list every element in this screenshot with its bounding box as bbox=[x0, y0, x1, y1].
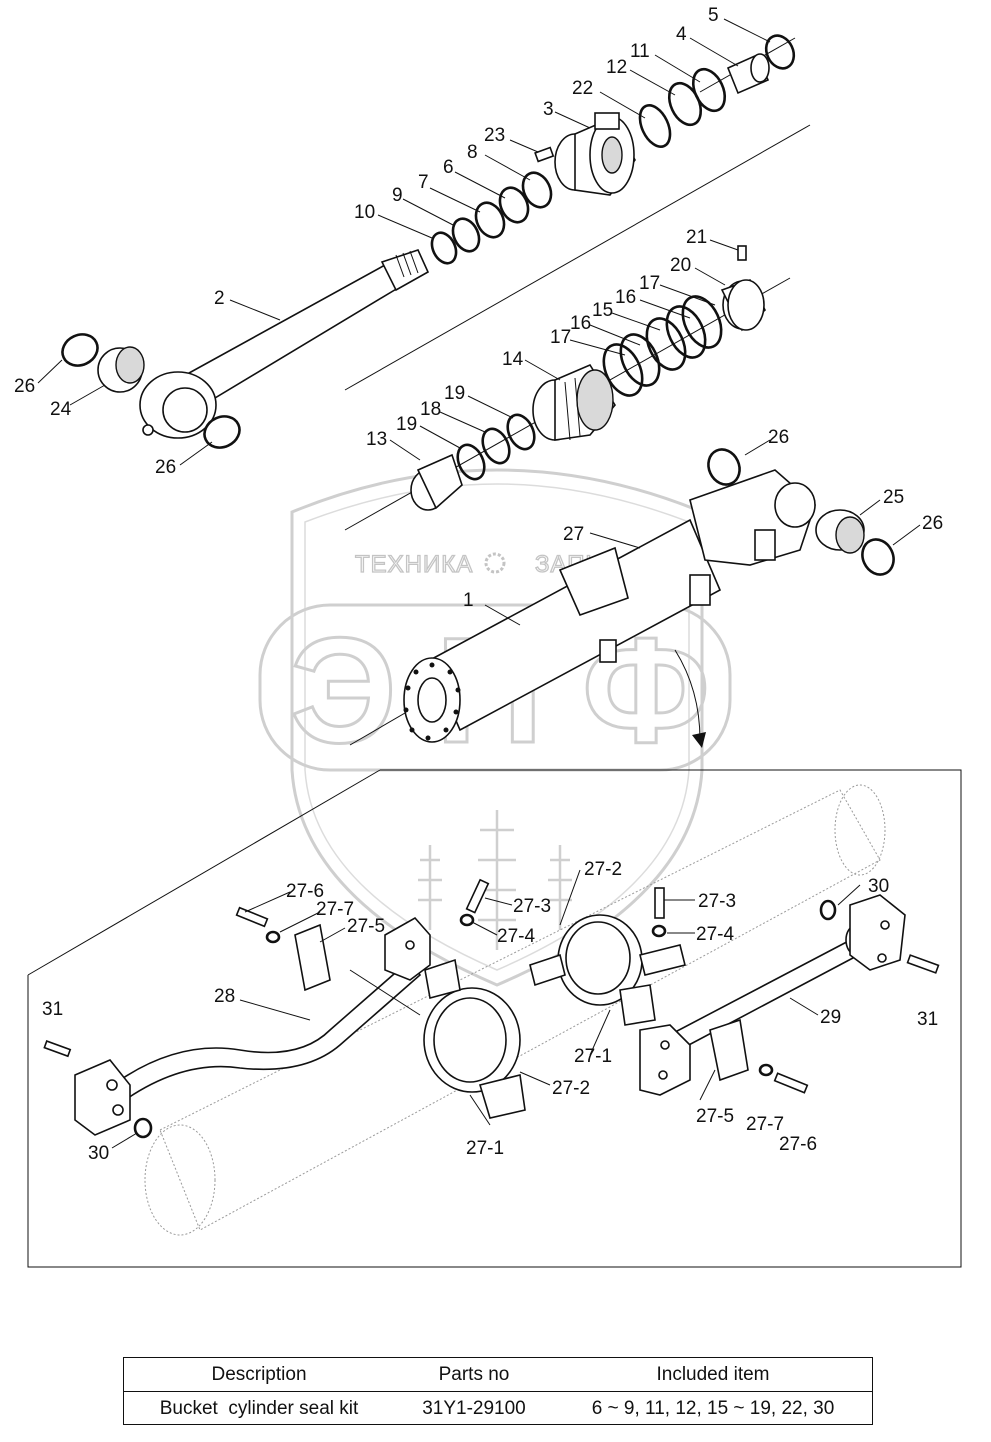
label-2: 2 bbox=[214, 288, 225, 309]
label-30-left: 30 bbox=[88, 1143, 109, 1164]
label-7: 7 bbox=[418, 172, 429, 193]
cell-description: Bucket cylinder seal kit bbox=[159, 1397, 359, 1419]
label-28: 28 bbox=[214, 986, 235, 1007]
label-27-4-right: 27-4 bbox=[696, 924, 734, 945]
label-24: 24 bbox=[50, 399, 72, 420]
label-16-lower: 16 bbox=[570, 313, 591, 334]
cell-included-item: 6 ~ 9, 11, 12, 15 ~ 19, 22, 30 bbox=[591, 1397, 835, 1419]
part-clamps bbox=[294, 914, 749, 1119]
label-26-rod-bottom: 26 bbox=[155, 457, 176, 478]
table-row: Bucket cylinder seal kit 31Y1-29100 6 ~ … bbox=[124, 1392, 872, 1425]
label-31-right: 31 bbox=[917, 1009, 938, 1030]
label-27-6-left: 27-6 bbox=[286, 881, 324, 902]
cell-parts-no: 31Y1-29100 bbox=[422, 1397, 526, 1419]
label-17-lower: 17 bbox=[550, 327, 571, 348]
label-27: 27 bbox=[563, 524, 584, 545]
table-header-row: Description Parts no Included item bbox=[124, 1358, 872, 1392]
label-26-rod-top: 26 bbox=[14, 376, 35, 397]
label-27-2-bottom: 27-2 bbox=[552, 1078, 590, 1099]
label-19-lower: 19 bbox=[396, 414, 417, 435]
leader-lines bbox=[37, 18, 921, 1149]
label-9: 9 bbox=[392, 185, 403, 206]
part-pipe-left bbox=[43, 916, 431, 1139]
label-27-2-top: 27-2 bbox=[584, 859, 622, 880]
label-4: 4 bbox=[676, 24, 687, 45]
label-27-4-center: 27-4 bbox=[497, 926, 535, 947]
label-27-5-left: 27-5 bbox=[347, 916, 385, 937]
gear-icon bbox=[484, 552, 506, 574]
label-26-eye: 26 bbox=[922, 513, 943, 534]
part-rings-head bbox=[638, 34, 796, 148]
label-22: 22 bbox=[572, 78, 593, 99]
part-eye-bushing bbox=[707, 448, 895, 576]
label-18: 18 bbox=[420, 399, 441, 420]
label-20: 20 bbox=[670, 255, 691, 276]
callout-labels: 5 4 11 12 22 3 23 8 6 7 9 10 2 26 24 26 … bbox=[14, 5, 943, 1164]
part-rod bbox=[139, 249, 430, 439]
label-5: 5 bbox=[708, 5, 719, 26]
label-27-3-right: 27-3 bbox=[698, 891, 736, 912]
part-pipe-right bbox=[639, 894, 940, 1096]
label-29: 29 bbox=[820, 1007, 841, 1028]
label-25: 25 bbox=[883, 487, 904, 508]
label-14: 14 bbox=[502, 349, 524, 370]
ghost-cylinder bbox=[144, 784, 886, 1236]
part-piston bbox=[410, 245, 766, 511]
label-27-7-right: 27-7 bbox=[746, 1114, 784, 1135]
label-27-1-bottom: 27-1 bbox=[466, 1138, 504, 1159]
seal-kit-table: Description Parts no Included item Bucke… bbox=[123, 1357, 873, 1425]
label-10: 10 bbox=[354, 202, 375, 223]
label-27-7-left: 27-7 bbox=[316, 899, 354, 920]
watermark-left-word: ТЕХНИКА bbox=[355, 551, 473, 578]
wheat-icon bbox=[418, 810, 572, 950]
label-3: 3 bbox=[543, 99, 554, 120]
label-12: 12 bbox=[606, 57, 627, 78]
label-8: 8 bbox=[467, 142, 478, 163]
header-description: Description bbox=[211, 1363, 307, 1385]
label-6: 6 bbox=[443, 157, 454, 178]
label-16-upper: 16 bbox=[615, 287, 636, 308]
part-rings-upper bbox=[61, 171, 553, 449]
part-cylinder-head bbox=[534, 112, 636, 196]
label-13: 13 bbox=[366, 429, 387, 450]
label-27-5-right: 27-5 bbox=[696, 1106, 734, 1127]
label-11: 11 bbox=[630, 41, 650, 62]
label-17-upper: 17 bbox=[639, 273, 660, 294]
label-27-1-right: 27-1 bbox=[574, 1046, 612, 1067]
label-23: 23 bbox=[484, 125, 505, 146]
label-27-3-center: 27-3 bbox=[513, 896, 551, 917]
label-19-upper: 19 bbox=[444, 383, 465, 404]
label-15: 15 bbox=[592, 300, 613, 321]
header-parts-no: Parts no bbox=[438, 1363, 510, 1385]
label-1: 1 bbox=[463, 590, 474, 611]
label-31-left: 31 bbox=[42, 999, 63, 1020]
header-included-item: Included item bbox=[656, 1363, 770, 1385]
label-30-right: 30 bbox=[868, 876, 889, 897]
part-bolts bbox=[235, 878, 809, 1094]
part-cylinder-tube bbox=[403, 469, 816, 748]
label-21: 21 bbox=[686, 227, 707, 248]
label-27-6-right: 27-6 bbox=[779, 1134, 817, 1155]
label-26-tube: 26 bbox=[768, 427, 789, 448]
